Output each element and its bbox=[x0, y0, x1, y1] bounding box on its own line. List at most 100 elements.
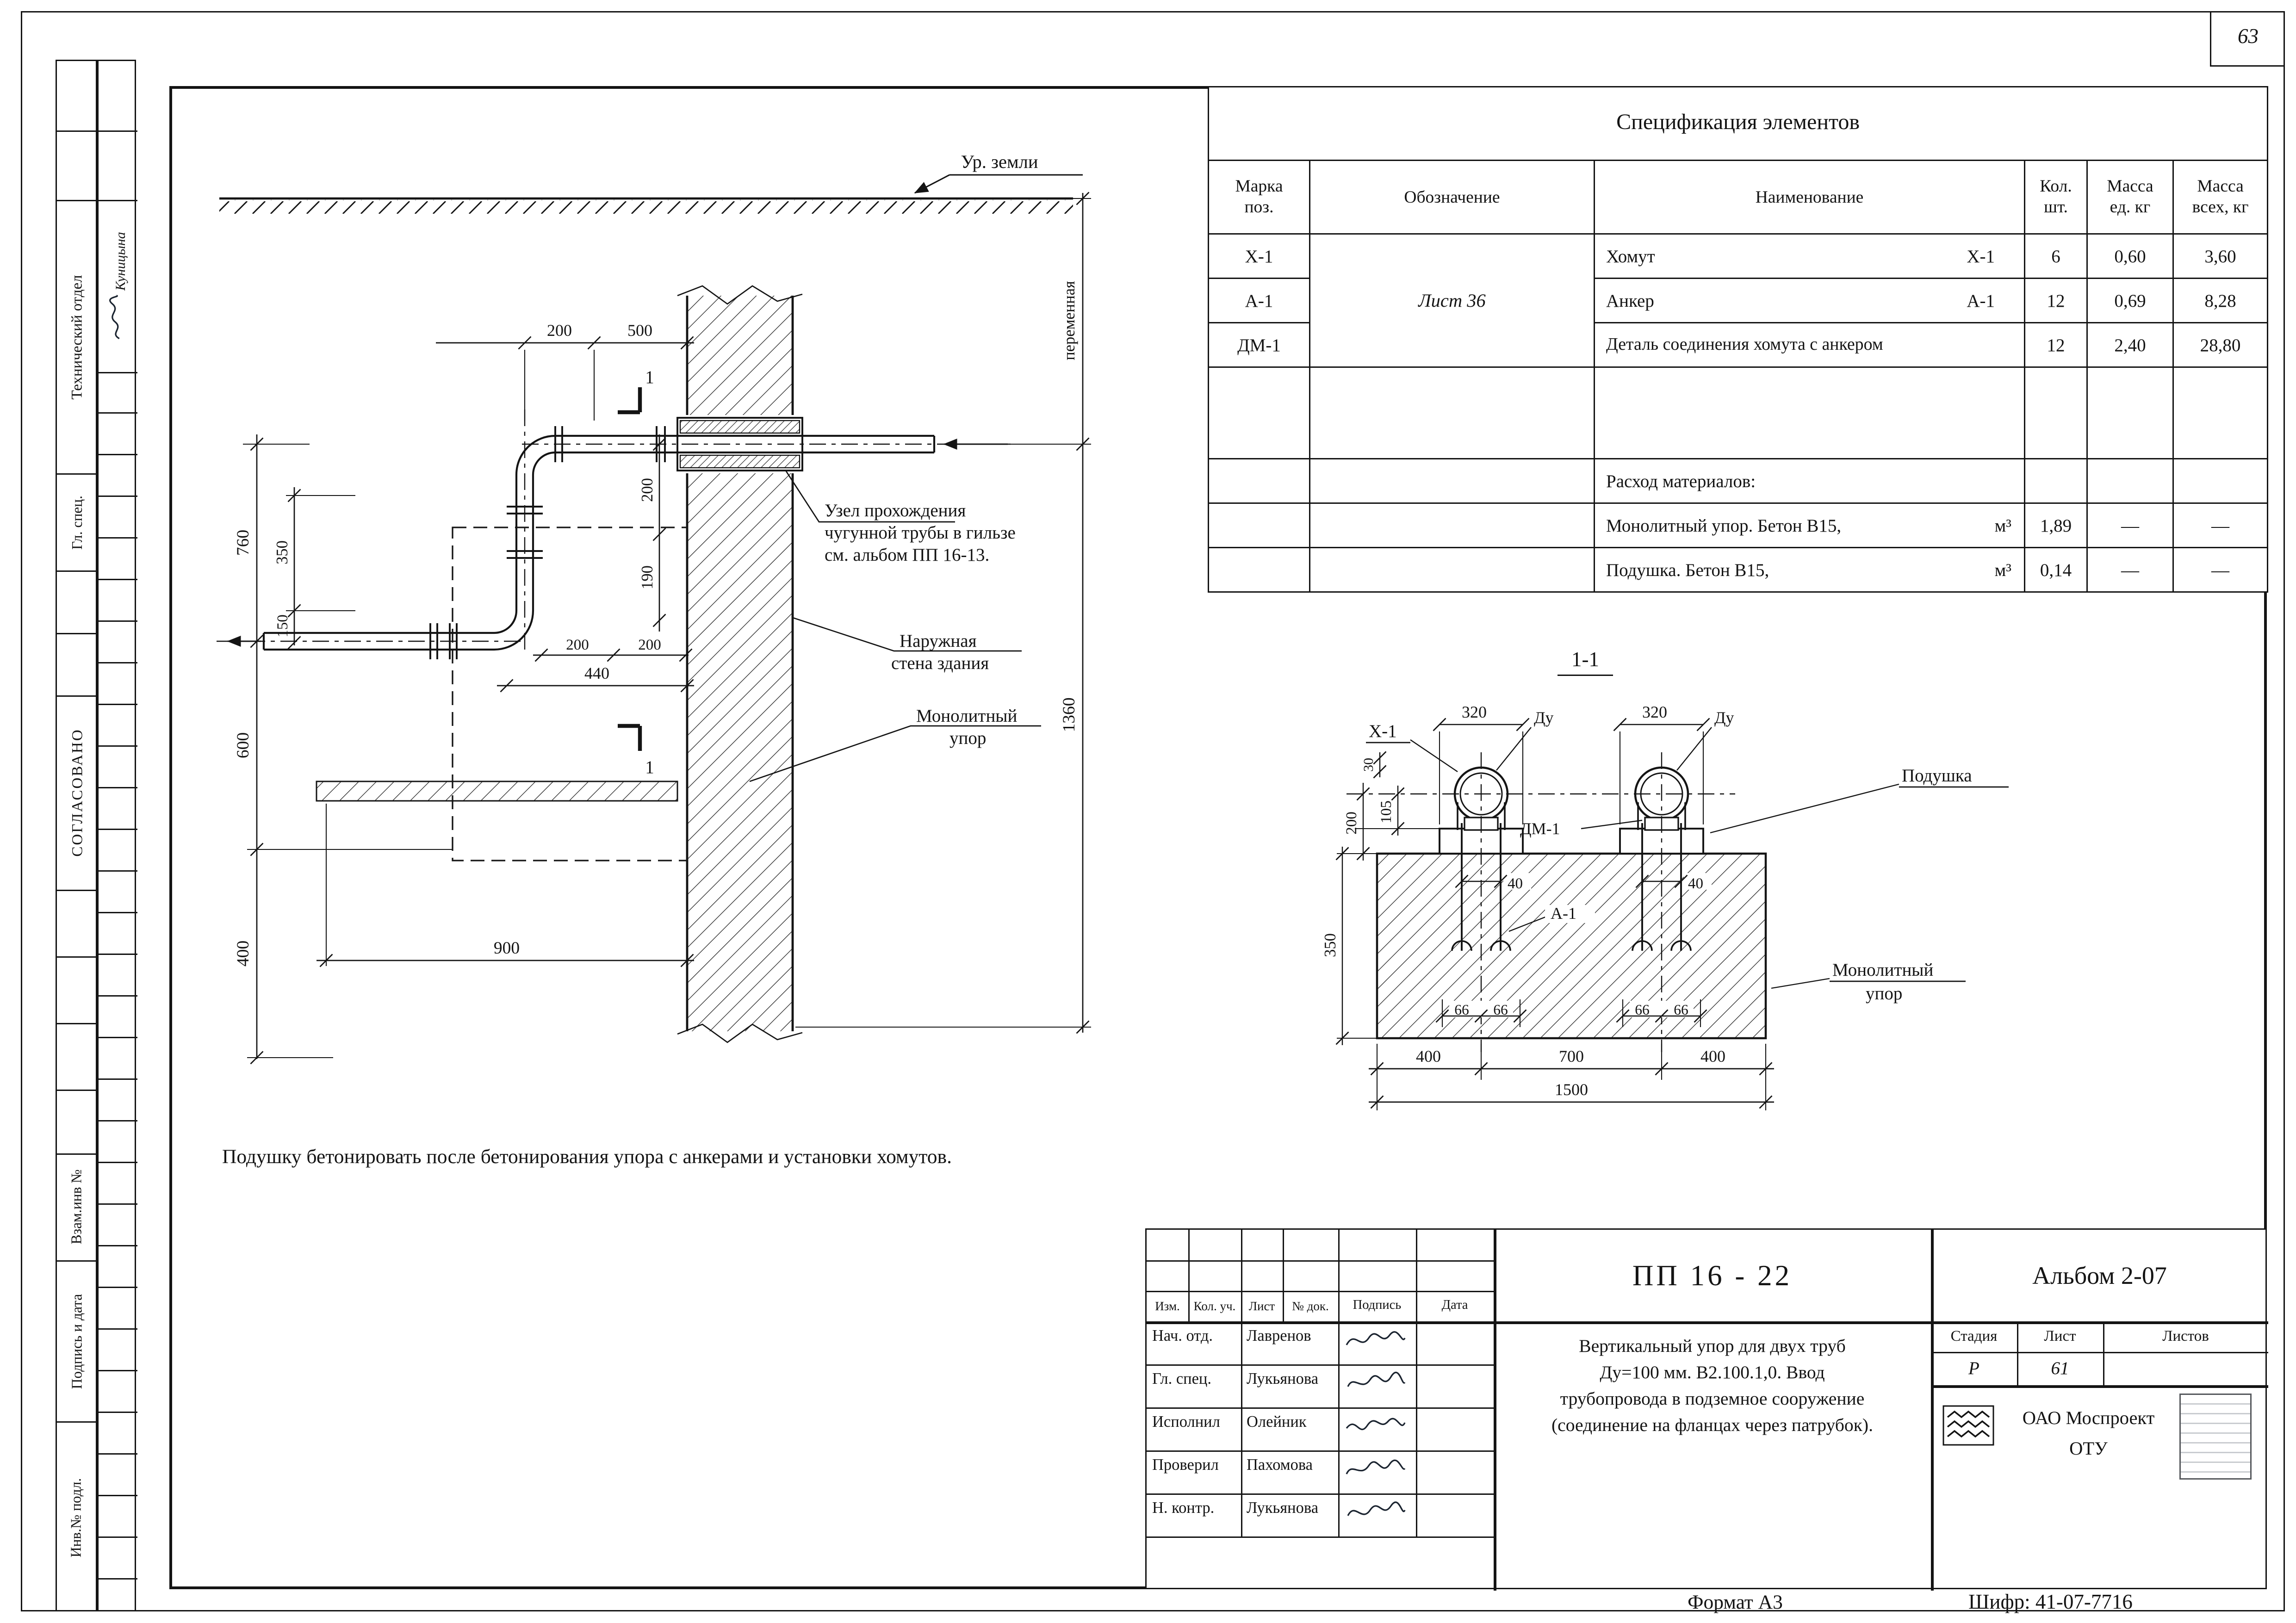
dim-label-400: 400 bbox=[234, 941, 253, 966]
anchor-hooks bbox=[1451, 940, 1692, 951]
spec-cell-mt: 28,80 bbox=[2172, 322, 2269, 368]
dim-label-200v: 200 bbox=[639, 478, 656, 502]
section-mark-label: 1 bbox=[645, 757, 654, 777]
unit-note-line1: Узел прохождения bbox=[825, 501, 966, 520]
section-mark-label: 1 bbox=[645, 367, 654, 387]
dim-label-190: 190 bbox=[639, 565, 656, 589]
spec-cell-dash: — bbox=[2086, 502, 2174, 548]
support-label-line1: Монолитный bbox=[916, 706, 1017, 726]
tb-title: Вертикальный упор для двух труб Ду=100 м… bbox=[1551, 1335, 1873, 1435]
wall-label-line1: Наружная bbox=[900, 631, 977, 651]
dim-label-66: 66 bbox=[1674, 1002, 1688, 1018]
support-label-line2: упор bbox=[949, 728, 986, 748]
spec-cell-qty: 0,14 bbox=[2024, 547, 2088, 593]
spec-cell-qty: 1,89 bbox=[2024, 502, 2088, 548]
flanges bbox=[429, 426, 666, 659]
dim-label-900: 900 bbox=[494, 939, 520, 958]
spec-cell-designation: Лист 36 bbox=[1309, 233, 1595, 368]
tb-document-code: ПП 16 - 22 bbox=[1632, 1258, 1793, 1292]
signature-icon bbox=[108, 294, 119, 339]
upper-pipe bbox=[555, 434, 936, 454]
support-label-line1: Монолитный bbox=[1832, 960, 1933, 980]
spec-materials-title-row: Расход материалов: bbox=[1208, 458, 2269, 504]
signature-icon bbox=[1346, 1459, 1406, 1474]
format-label: Формат А3 bbox=[1688, 1592, 1783, 1614]
tb-name: Лавренов bbox=[1247, 1328, 1311, 1345]
dim-label-320: 320 bbox=[1462, 703, 1487, 721]
tb-listov-header: Листов bbox=[2162, 1328, 2209, 1345]
plan-geometry bbox=[217, 174, 1083, 1043]
spec-col-name: Наименование bbox=[1594, 160, 2025, 235]
tb-name: Лукьянова bbox=[1247, 1371, 1319, 1388]
unit-note-line3: см. альбом ПП 16-13. bbox=[825, 545, 989, 565]
dim-label-40: 40 bbox=[1688, 875, 1703, 892]
page-number: 63 bbox=[2238, 26, 2259, 49]
spec-cell-mu: 2,40 bbox=[2086, 322, 2174, 368]
spec-cell-dash: — bbox=[2086, 547, 2174, 593]
dim-label-760: 760 bbox=[234, 530, 253, 556]
spec-cell-name: Монолитный упор. Бетон В15,м³ bbox=[1594, 502, 2025, 548]
tb-col-dok: № док. bbox=[1292, 1299, 1329, 1313]
anchor-rods bbox=[1461, 823, 1682, 951]
signature-icon bbox=[1347, 1501, 1406, 1516]
spec-cell-mt: 8,28 bbox=[2172, 278, 2269, 323]
spec-cell-dash: — bbox=[2172, 547, 2269, 593]
dim-label-200a: 200 bbox=[566, 637, 589, 653]
dim-label-400: 400 bbox=[1416, 1047, 1441, 1065]
margin-cell-ladder bbox=[99, 372, 137, 1613]
support-label-line2: упор bbox=[1866, 984, 1902, 1004]
spec-title-row: Спецификация элементов bbox=[1207, 86, 2269, 161]
dm1-label: ДМ-1 bbox=[1520, 819, 1560, 838]
wall-label-line2: стена здания bbox=[891, 653, 989, 673]
plan-drawing: Ур. земли 200 500 760 600 400 350 150 20… bbox=[217, 151, 1091, 1065]
signature-icon bbox=[1347, 1371, 1406, 1387]
tb-role: Проверил bbox=[1152, 1457, 1219, 1474]
general-note: Подушку бетонировать после бетонирования… bbox=[222, 1146, 952, 1169]
dim-label-var: переменная bbox=[1061, 281, 1078, 360]
margin-dept-label: Технический отдел bbox=[69, 274, 86, 399]
tb-col-podpis: Подпись bbox=[1353, 1299, 1402, 1313]
spec-cell-name: Деталь соединения хомута с анкером bbox=[1594, 322, 2025, 368]
clamp-label: Х-1 bbox=[1369, 721, 1397, 741]
tb-col-list: Лист bbox=[1248, 1299, 1275, 1313]
dim-label-1500: 1500 bbox=[1555, 1080, 1588, 1099]
title-block: Изм. Кол. уч. Лист № док. Подпись Дата Н… bbox=[1145, 1228, 2268, 1591]
spec-cell-mark: ДМ-1 bbox=[1208, 322, 1310, 368]
tb-stage-header: Стадия bbox=[1950, 1328, 1998, 1345]
support-outline bbox=[452, 527, 688, 861]
spec-cell-qty: 6 bbox=[2024, 233, 2088, 279]
unit-note-line2: чугунной трубы в гильзе bbox=[825, 523, 1016, 543]
dim-label-150: 150 bbox=[274, 614, 291, 638]
ground-label: Ур. земли bbox=[961, 151, 1038, 172]
section-labels: Х-1 320 320 Ду Ду Подушка ДМ-1 А-1 Монол… bbox=[1322, 703, 1972, 1099]
signature-icon bbox=[1346, 1418, 1406, 1431]
mosproekt-logo-icon bbox=[1942, 1405, 1994, 1446]
page-number-box: 63 bbox=[2210, 11, 2285, 67]
pad-label: Подушка bbox=[1902, 766, 1972, 786]
tb-organization: ОАО Моспроект ОТУ bbox=[2022, 1407, 2155, 1459]
tb-role: Гл. спец. bbox=[1152, 1371, 1212, 1388]
dim-label-200: 200 bbox=[1343, 812, 1360, 835]
margin-column-labels: Технический отдел Гл. спец. СОГЛАСОВАНО … bbox=[56, 60, 99, 1611]
du-label: Ду bbox=[1714, 708, 1734, 727]
spec-col-qty: Кол.шт. bbox=[2024, 160, 2088, 235]
dim-label-700: 700 bbox=[1559, 1047, 1584, 1065]
spec-cell-qty: 12 bbox=[2024, 278, 2088, 323]
dim-label-200b: 200 bbox=[638, 637, 661, 653]
dim-label-400: 400 bbox=[1700, 1047, 1725, 1065]
margin-agreed-label: СОГЛАСОВАНО bbox=[69, 728, 86, 857]
du-label: Ду bbox=[1534, 708, 1554, 727]
spec-row: ДМ-1 Деталь соединения хомута с анкером … bbox=[1208, 322, 2269, 368]
tb-name: Лукьянова bbox=[1247, 1500, 1319, 1517]
dim-label-66: 66 bbox=[1635, 1002, 1650, 1018]
margin-signature-name: Куницына bbox=[108, 231, 129, 341]
margin-chief-label: Гл. спец. bbox=[70, 495, 86, 549]
spec-cell-dash: — bbox=[2172, 502, 2269, 548]
dim-label-350: 350 bbox=[273, 540, 291, 564]
